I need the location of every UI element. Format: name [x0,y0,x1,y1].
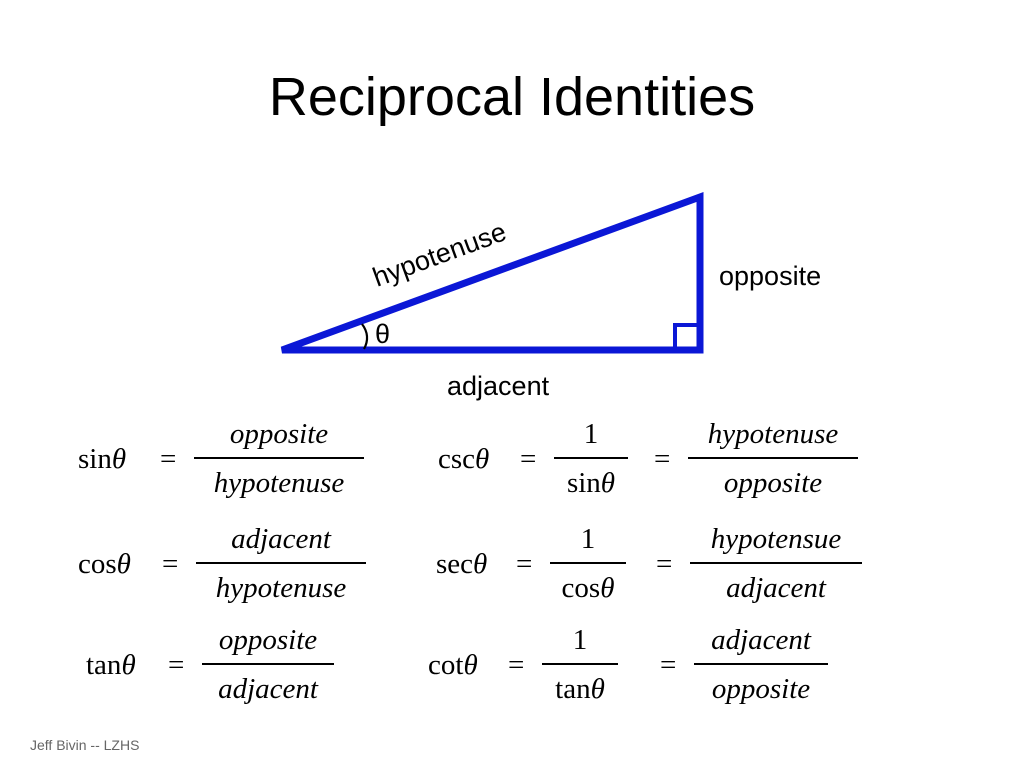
cot-reciprocal-fraction: 1 tanθ [542,623,618,706]
tan-numerator: opposite [218,624,318,656]
angle-theta-label: θ [375,319,390,349]
csc-lhs: cscθ [438,443,490,475]
sin-equals: = [160,443,177,475]
sin-numerator: opposite [229,418,329,450]
cos-denominator: hypotenuse [215,572,347,604]
cos-numerator: adjacent [231,523,331,555]
tan-lhs: tanθ [86,649,136,681]
sec-fraction-bar [690,562,862,564]
sec-reciprocal-numerator: 1 [580,523,596,555]
sec-equals: = [516,548,533,580]
cos-fraction: adjacent hypotenuse [196,522,366,605]
csc-reciprocal-numerator: 1 [583,418,599,450]
cot-denominator: opposite [711,673,811,705]
adjacent-label: adjacent [447,371,550,401]
csc-numerator: hypotenuse [707,418,839,450]
csc-reciprocal-fraction: 1 sinθ [554,417,628,500]
csc-fraction-bar [688,457,858,459]
cot-reciprocal-numerator: 1 [572,624,588,656]
csc-reciprocal-bar [554,457,628,459]
tan-equals: = [168,649,185,681]
cot-numerator: adjacent [711,624,811,656]
csc-fraction: hypotenuse opposite [688,417,858,500]
footer-credit: Jeff Bivin -- LZHS [30,737,140,753]
csc-reciprocal-denominator: sinθ [566,467,616,499]
csc-equals: = [520,443,537,475]
cos-equals: = [162,548,179,580]
cot-fraction-bar [694,663,828,665]
angle-arc [361,323,369,350]
sin-lhs: sinθ [78,443,127,475]
sin-fraction-bar [194,457,364,459]
csc-equals-2: = [654,443,671,475]
sec-fraction: hypotensue adjacent [690,522,862,605]
cot-lhs: cotθ [428,649,478,681]
cot-reciprocal-denominator: tanθ [555,673,605,705]
tan-fraction: opposite adjacent [202,623,334,706]
tan-denominator: adjacent [218,673,318,705]
cot-fraction: adjacent opposite [694,623,828,706]
sec-reciprocal-bar [550,562,626,564]
sec-reciprocal-denominator: cosθ [561,572,615,604]
sec-equals-2: = [656,548,673,580]
sec-denominator: adjacent [726,572,826,604]
right-angle-marker [673,323,702,352]
cos-fraction-bar [196,562,366,564]
cot-equals: = [508,649,525,681]
cot-reciprocal-bar [542,663,618,665]
csc-denominator: opposite [723,467,823,499]
slide-title: Reciprocal Identities [268,67,756,127]
cos-lhs: cosθ [78,548,131,580]
sin-denominator: hypotenuse [213,467,345,499]
sec-lhs: secθ [436,548,488,580]
hypotenuse-label: hypotenuse [369,216,510,292]
right-triangle [280,191,704,354]
cot-equals-2: = [660,649,677,681]
opposite-label: opposite [719,261,821,291]
sin-fraction: opposite hypotenuse [194,417,364,500]
tan-fraction-bar [202,663,334,665]
sec-reciprocal-fraction: 1 cosθ [550,522,626,605]
sec-numerator: hypotensue [710,523,842,555]
